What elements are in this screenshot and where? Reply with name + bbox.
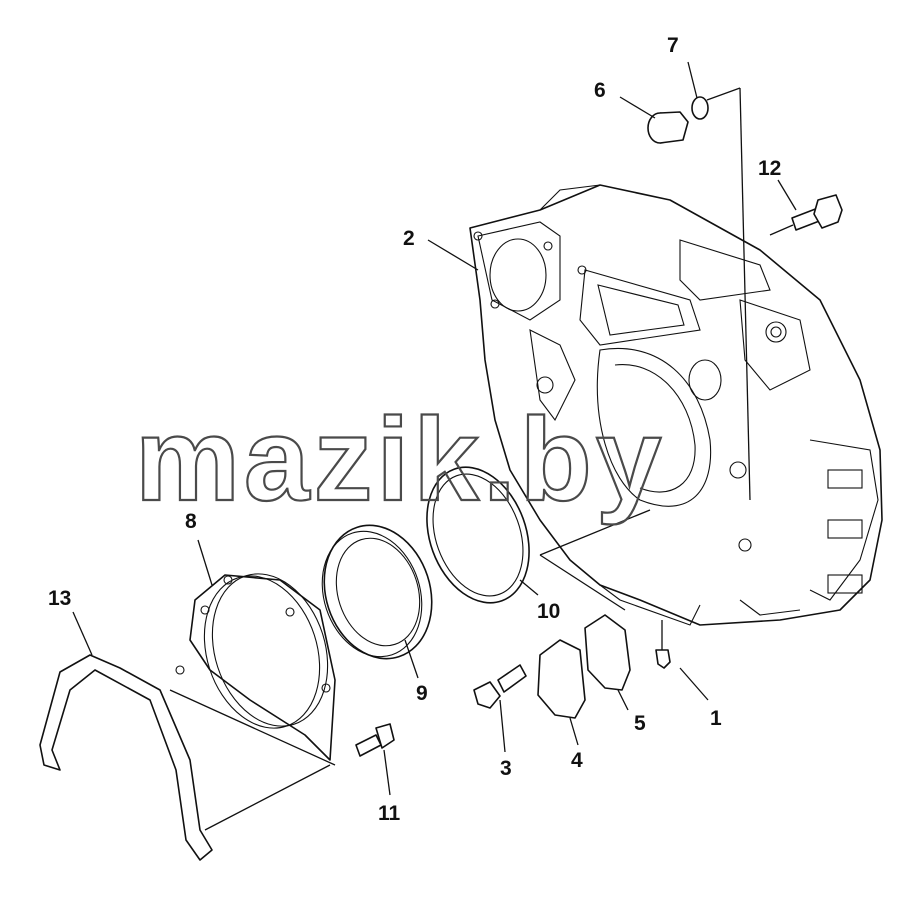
- leader-lines: [72, 61, 797, 831]
- callout-7: 7: [667, 34, 679, 57]
- callout-3: 3: [500, 757, 512, 780]
- cover-part-4: [537, 639, 586, 719]
- watermark-text: mazik.by: [135, 394, 665, 526]
- ring-part-10: [426, 466, 530, 604]
- gasket-part-5: [584, 614, 631, 691]
- callout-1: 1: [710, 707, 722, 730]
- callout-10: 10: [537, 600, 560, 623]
- flywheel-housing: [469, 184, 883, 626]
- callout-11: 11: [378, 802, 401, 825]
- bolt-part-12: [791, 194, 843, 231]
- callout-6: 6: [594, 79, 606, 102]
- seal-housing-part-8: [175, 573, 336, 761]
- oil-seal-part-9: [321, 524, 433, 660]
- bolt-part-3: [473, 664, 527, 709]
- callout-13: 13: [48, 587, 71, 610]
- callout-5: 5: [634, 712, 646, 735]
- bolt-part-11: [355, 723, 395, 757]
- callout-4: 4: [571, 749, 583, 772]
- plug-part-6: [647, 111, 689, 144]
- callout-9: 9: [416, 682, 428, 705]
- gasket-part-13: [39, 654, 213, 861]
- callout-2: 2: [403, 227, 415, 250]
- callout-8: 8: [185, 510, 197, 533]
- o-ring-part-7: [691, 96, 709, 120]
- drain-plug-part-1: [655, 620, 671, 669]
- callout-12: 12: [758, 157, 781, 180]
- callout-labels: 1 2 3 4 5 6 7 8 9 10 11 12 13: [48, 34, 781, 825]
